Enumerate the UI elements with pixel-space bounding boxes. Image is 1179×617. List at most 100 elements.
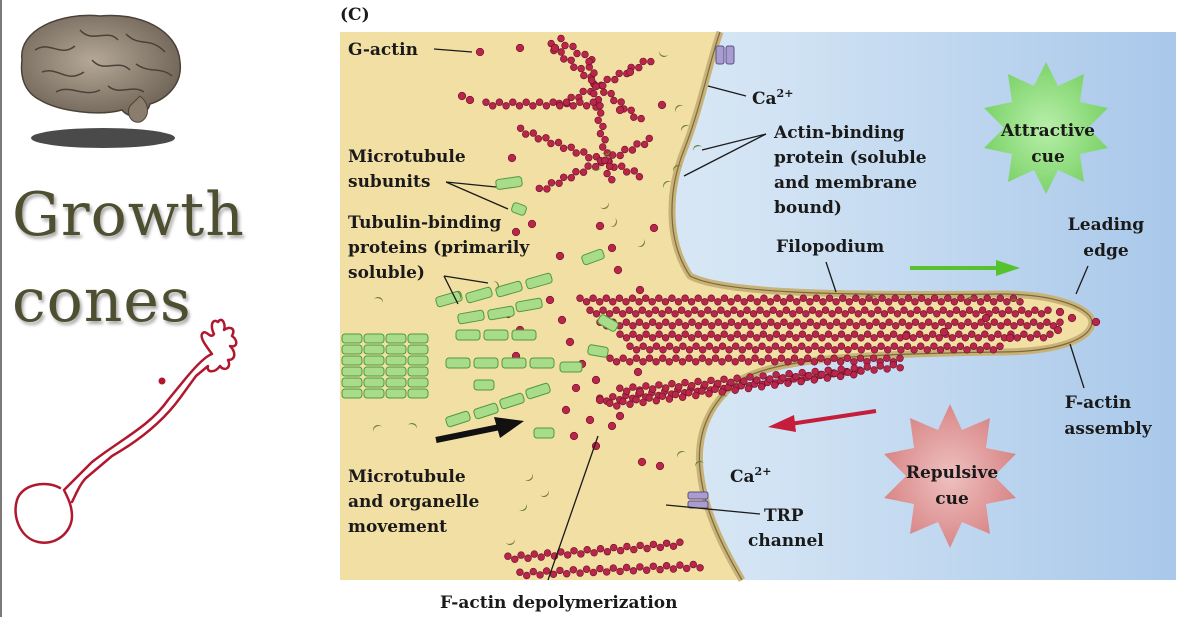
actin-bead xyxy=(955,330,963,338)
actin-bead xyxy=(830,354,838,362)
actin-bead xyxy=(688,318,696,326)
actin-bead xyxy=(1055,307,1065,317)
actin-bead xyxy=(743,306,751,314)
actin-bead xyxy=(890,342,898,350)
actin-bead xyxy=(685,346,694,354)
actin-bead xyxy=(561,405,571,415)
actin-bead xyxy=(694,330,702,338)
actin-bead xyxy=(537,553,545,561)
actin-bead xyxy=(642,330,650,338)
actin-bead xyxy=(839,322,847,330)
microtubule-segment xyxy=(385,377,407,388)
actin-bead xyxy=(1013,334,1022,342)
actin-bead xyxy=(1039,334,1048,342)
actin-bead xyxy=(1011,310,1019,318)
actin-bead xyxy=(930,342,938,350)
label-attractive-cue-1: Attractive xyxy=(1000,121,1095,141)
label-f-actin-assembly-2: assembly xyxy=(1064,419,1152,439)
actin-bead xyxy=(791,346,799,354)
actin-bead xyxy=(559,144,568,153)
actin-bead xyxy=(641,294,650,302)
actin-bead xyxy=(916,342,925,350)
label-trp-2: channel xyxy=(748,531,824,551)
actin-bead xyxy=(707,330,715,338)
actin-bead xyxy=(637,114,645,123)
actin-bead xyxy=(915,330,924,338)
actin-bead xyxy=(475,47,485,57)
actin-bead xyxy=(808,306,817,314)
microtubule-segment xyxy=(445,357,471,369)
actin-bead xyxy=(556,566,564,575)
actin-bead xyxy=(762,310,771,318)
actin-bead xyxy=(757,358,766,366)
actin-bead xyxy=(694,294,702,302)
actin-bead xyxy=(507,153,517,163)
actin-bead xyxy=(723,310,732,318)
actin-bead xyxy=(643,544,651,553)
actin-filaments xyxy=(457,34,1101,580)
actin-bead xyxy=(529,567,537,576)
actin-bead xyxy=(883,334,891,342)
actin-bead xyxy=(632,396,640,404)
actin-bead xyxy=(931,322,939,330)
actin-bead xyxy=(639,358,647,366)
actin-bead xyxy=(661,298,670,306)
actin-bead xyxy=(797,377,805,386)
actin-bead xyxy=(534,135,542,143)
actin-bead xyxy=(766,298,775,306)
actin-bead xyxy=(616,567,624,576)
actin-bead xyxy=(700,334,709,342)
microtubule-segment xyxy=(385,366,407,377)
actin-bead xyxy=(579,168,588,176)
actin-bead xyxy=(615,411,625,421)
actin-bead xyxy=(617,162,626,170)
actin-bead xyxy=(701,318,709,326)
actin-bead xyxy=(665,395,674,403)
actin-bead xyxy=(937,298,945,306)
actin-bead xyxy=(622,298,630,306)
binding-protein xyxy=(601,148,611,155)
actin-bead xyxy=(542,134,550,142)
actin-bead xyxy=(937,318,946,326)
actin-bead xyxy=(632,346,641,354)
actin-bead xyxy=(711,354,720,362)
actin-bead xyxy=(746,330,754,338)
actin-bead xyxy=(871,298,880,306)
actin-bead xyxy=(657,100,667,110)
actin-bead xyxy=(811,367,819,376)
microtubule-segment xyxy=(363,344,385,355)
actin-bead xyxy=(861,306,869,314)
actin-bead xyxy=(751,346,760,354)
actin-bead xyxy=(609,564,617,572)
actin-bead xyxy=(1010,322,1018,330)
actin-bead xyxy=(591,375,601,385)
actin-bead xyxy=(561,41,569,50)
actin-bead xyxy=(779,334,787,342)
actin-bead xyxy=(773,294,781,302)
actin-bead xyxy=(617,98,625,106)
actin-bead xyxy=(562,98,571,106)
actin-bead xyxy=(900,306,908,314)
actin-bead xyxy=(759,372,767,380)
actin-bead xyxy=(668,322,676,330)
actin-bead xyxy=(571,383,581,393)
actin-bead xyxy=(692,342,700,350)
actin-bead xyxy=(648,318,657,326)
binding-protein xyxy=(659,50,669,57)
actin-bead xyxy=(727,298,735,306)
actin-bead xyxy=(758,342,766,350)
label-ca-top: Ca2+ xyxy=(752,87,793,109)
actin-bead xyxy=(622,334,631,342)
actin-bead xyxy=(831,346,839,354)
actin-bead xyxy=(753,318,762,326)
actin-bead xyxy=(635,318,644,326)
actin-bead xyxy=(847,306,856,314)
actin-bead xyxy=(646,346,654,354)
actin-bead xyxy=(599,306,607,314)
actin-bead xyxy=(733,374,741,382)
actin-bead xyxy=(876,330,885,338)
leader-lines xyxy=(433,48,1089,581)
actin-bead xyxy=(756,306,764,314)
actin-bead xyxy=(1005,333,1015,343)
actin-bead xyxy=(930,294,939,302)
